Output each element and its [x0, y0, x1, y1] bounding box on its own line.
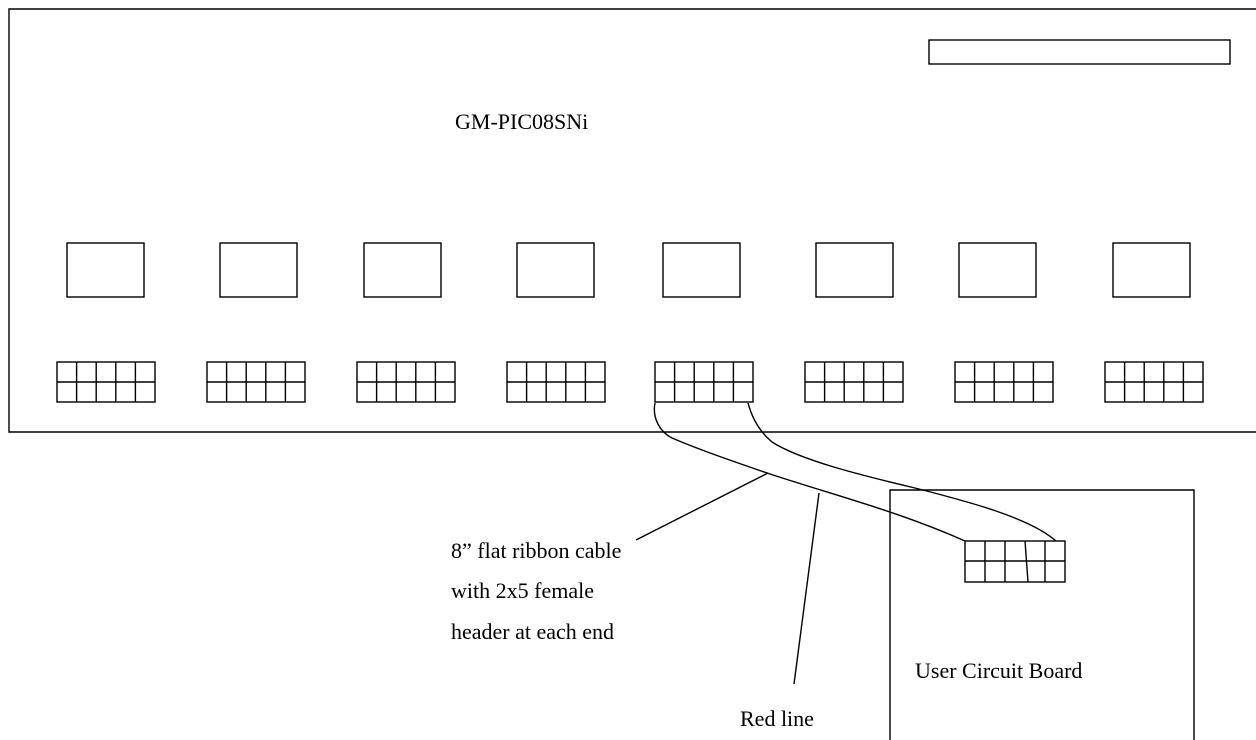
- cable-label-line-3: header at each end: [451, 619, 614, 644]
- cable-label-line-1: 8” flat ribbon cable: [451, 538, 621, 563]
- header-2x5: [804, 361, 904, 403]
- controller-board: [8, 8, 1256, 433]
- cable-label-line-2: with 2x5 female: [451, 578, 594, 603]
- module-socket: [662, 242, 741, 298]
- module-sockets: [66, 242, 1191, 298]
- header-2x5: [206, 361, 306, 403]
- module-socket: [363, 242, 442, 298]
- module-socket: [219, 242, 298, 298]
- red-line-leader: [793, 492, 820, 685]
- header-2x5: [1104, 361, 1204, 403]
- ribbon-cable: [653, 402, 1057, 542]
- cable-leader-line: [635, 472, 769, 541]
- header-row: [56, 361, 1204, 403]
- header-2x5: [356, 361, 456, 403]
- red-line-label: Red line: [740, 706, 814, 731]
- user-circuit-board: [889, 489, 1195, 740]
- header-2x5: [954, 361, 1054, 403]
- user-board-label: User Circuit Board: [915, 658, 1082, 683]
- user-board-header: [964, 540, 1066, 583]
- ribbon-wire-left: [653, 402, 966, 542]
- module-socket: [66, 242, 145, 298]
- board-slot: [928, 39, 1231, 65]
- header-2x5: [506, 361, 606, 403]
- ribbon-wire-right: [747, 402, 1057, 542]
- header-2x5: [56, 361, 156, 403]
- board-label: GM-PIC08SNi: [455, 109, 588, 134]
- module-socket: [815, 242, 894, 298]
- module-socket: [1112, 242, 1191, 298]
- module-socket: [958, 242, 1037, 298]
- header-2x5: [654, 361, 754, 403]
- module-socket: [516, 242, 595, 298]
